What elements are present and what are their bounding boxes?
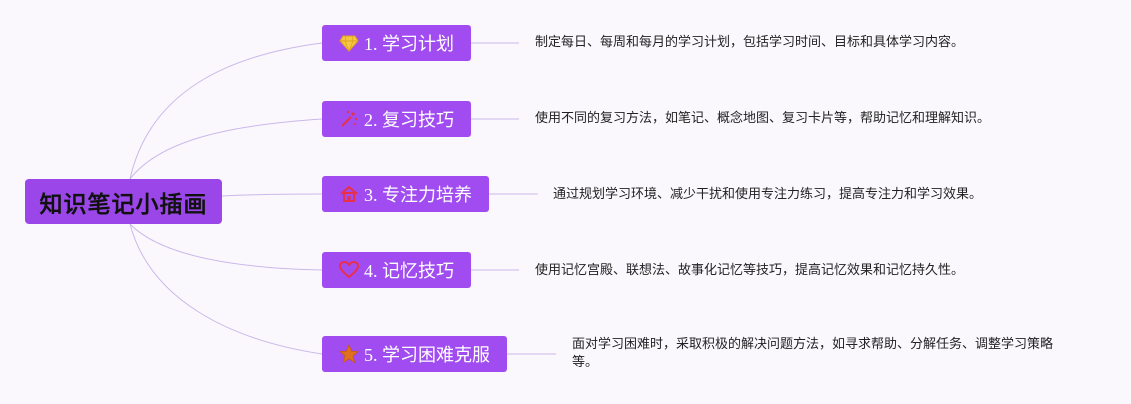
- branch-node-5[interactable]: 5. 学习困难克服: [322, 336, 507, 372]
- branch-description-2: 使用不同的复习方法，如笔记、概念地图、复习卡片等，帮助记忆和理解知识。: [535, 111, 991, 126]
- branch-label-5: 5. 学习困难克服: [364, 345, 490, 365]
- heart-icon: [339, 260, 359, 280]
- root-link-2: [129, 118, 323, 180]
- root-link-4: [129, 223, 323, 271]
- branch-label-4: 4. 记忆技巧: [364, 261, 454, 281]
- branch-label-1: 1. 学习计划: [364, 34, 454, 54]
- branch-node-3[interactable]: 3. 专注力培养: [322, 176, 489, 212]
- branch-description-5: 面对学习困难时，采取积极的解决问题方法，如寻求帮助、分解任务、调整学习策略等。: [572, 337, 1054, 370]
- root-link-1: [129, 42, 323, 180]
- diamond-icon: [339, 33, 359, 53]
- branch-label-2: 2. 复习技巧: [364, 110, 454, 130]
- house-icon: [339, 184, 359, 204]
- root-node[interactable]: 知识笔记小插画: [25, 179, 222, 224]
- branch-description-4: 使用记忆宫殿、联想法、故事化记忆等技巧，提高记忆效果和记忆持久性。: [535, 263, 965, 278]
- root-link-5: [129, 223, 323, 355]
- star-icon: [339, 344, 359, 364]
- branch-node-2[interactable]: 2. 复习技巧: [322, 101, 471, 137]
- branch-description-3: 通过规划学习环境、减少干扰和使用专注力练习，提高专注力和学习效果。: [553, 187, 983, 202]
- branch-description-1: 制定每日、每周和每月的学习计划，包括学习时间、目标和具体学习内容。: [535, 35, 965, 50]
- branch-node-1[interactable]: 1. 学习计划: [322, 25, 471, 61]
- branch-node-4[interactable]: 4. 记忆技巧: [322, 252, 471, 288]
- branch-label-3: 3. 专注力培养: [364, 185, 472, 205]
- sparkle-icon: [339, 109, 359, 129]
- root-link-3: [221, 193, 323, 197]
